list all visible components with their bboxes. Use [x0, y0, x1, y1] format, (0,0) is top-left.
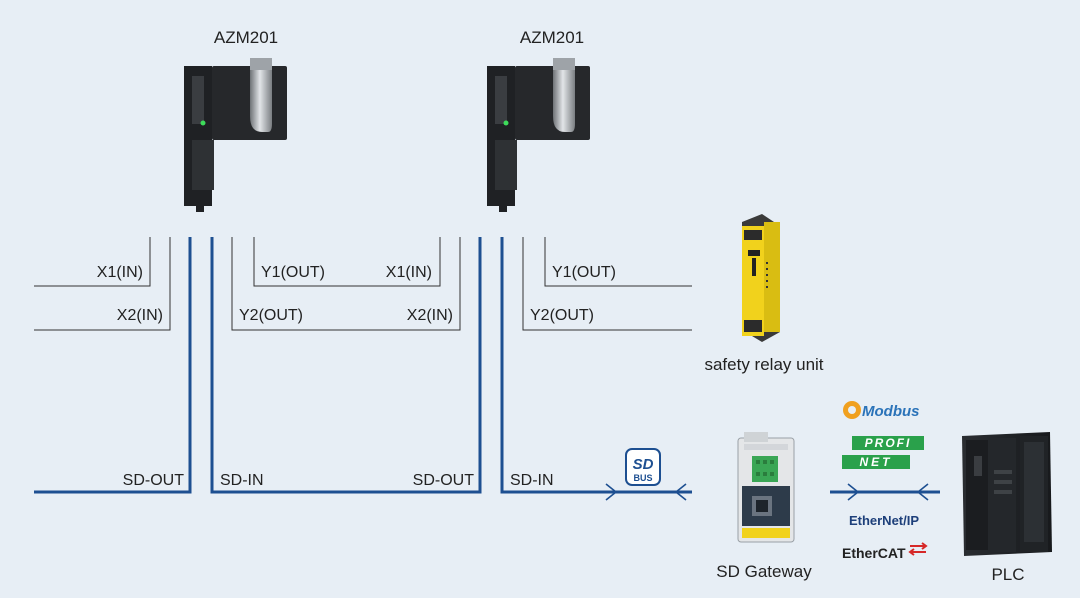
arrow-right-icon — [605, 483, 618, 501]
sd-bus-badge: SD BUS — [625, 448, 661, 486]
sd-gateway-label: SD Gateway — [716, 562, 812, 581]
azm201-right-label: AZM201 — [520, 28, 584, 47]
safety-relay-unit-label: safety relay unit — [704, 355, 823, 374]
modbus-logo: Modbus — [843, 401, 920, 420]
ethercat-label: EtherCAT — [842, 545, 906, 561]
sd-out-1-label: SD-OUT — [123, 472, 185, 489]
plc-device — [962, 432, 1052, 556]
ethercat-logo: EtherCAT — [842, 542, 928, 561]
x2-in-right-label: X2(IN) — [407, 307, 453, 324]
x1-in-left-label: X1(IN) — [97, 264, 143, 281]
double-arrow-icon — [908, 542, 928, 556]
x1-in-right-label: X1(IN) — [386, 264, 432, 281]
y2-out-left-label: Y2(OUT) — [239, 307, 303, 324]
profinet-logo: PROFI NET — [842, 436, 924, 469]
gear-icon — [843, 401, 861, 419]
azm201-left-label: AZM201 — [214, 28, 278, 47]
arrow-left-icon — [674, 483, 687, 501]
y2-out-right-label: Y2(OUT) — [530, 307, 594, 324]
arrow-right-icon — [847, 483, 860, 501]
x2-in-left-label: X2(IN) — [117, 307, 163, 324]
azm201-left-device — [184, 58, 287, 212]
profinet-bottom-label: NET — [860, 455, 893, 469]
sd-bus-lines — [34, 237, 940, 494]
y1-out-left-label: Y1(OUT) — [261, 264, 325, 281]
plc-label: PLC — [991, 565, 1024, 584]
bus-arrows — [605, 483, 929, 501]
sd-in-1-label: SD-IN — [220, 472, 264, 489]
ethernet-ip-label: EtherNet/IP — [849, 513, 919, 528]
sd-gateway-device — [737, 432, 795, 543]
sd-bus-badge-line2: BUS — [633, 473, 652, 483]
sd-out-2-label: SD-OUT — [413, 472, 475, 489]
sd-bus-badge-line1: SD — [633, 456, 654, 473]
y1-out-right-label: Y1(OUT) — [552, 264, 616, 281]
sd-in-2-label: SD-IN — [510, 472, 554, 489]
profinet-top-label: PROFI — [865, 436, 912, 450]
arrow-left-icon — [916, 483, 929, 501]
modbus-label: Modbus — [862, 403, 920, 420]
azm201-right-device — [487, 58, 590, 212]
signal-wires — [34, 237, 692, 331]
safety-relay-unit-device — [742, 214, 780, 342]
